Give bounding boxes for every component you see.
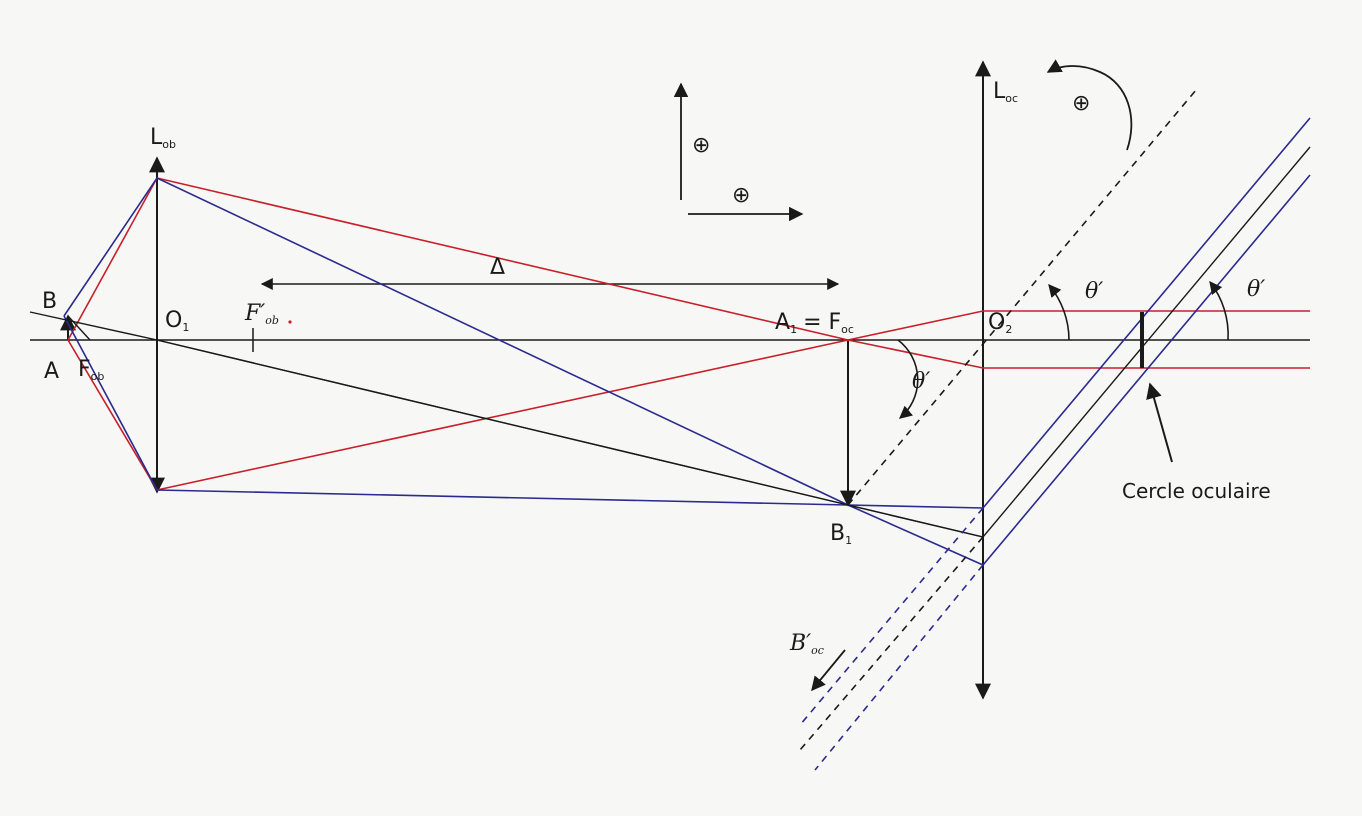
black-ray-chief — [29, 146, 1311, 538]
theta-prime-3-label: θ′ — [912, 369, 930, 394]
sign-plus-horizontal: ⊕ — [732, 183, 750, 208]
delta-label: Δ — [490, 255, 505, 280]
objective-lens-label: Lob — [150, 125, 176, 151]
image-b1-label: B1 — [830, 521, 852, 547]
dashed-virtual-2 — [799, 536, 984, 751]
theta-arc-2 — [1209, 280, 1229, 341]
center-o2-label: O2 — [988, 310, 1012, 336]
eyepiece-lens-label: Loc — [993, 79, 1018, 105]
point-a-label: A — [44, 359, 59, 384]
rotation-sign-arrow — [1046, 59, 1133, 151]
dashed-virtual-3 — [814, 564, 984, 771]
theta-prime-1-label: θ′ — [1085, 279, 1103, 304]
sign-plus-rotation: ⊕ — [1072, 91, 1090, 116]
eye-circle-label: Cercle oculaire — [1122, 479, 1271, 503]
red-ray-lower — [67, 310, 1310, 491]
black-ray-short — [67, 315, 91, 341]
point-b-label: B — [42, 289, 57, 314]
red-dot-mark — [288, 320, 292, 324]
image-b-oc-prime-label: B′oc — [789, 631, 824, 657]
black-ray-lens-to-image — [156, 339, 849, 506]
dashed-virtual-1 — [799, 507, 984, 726]
black-ray-image-eyepiece — [847, 504, 984, 538]
theta-arc-1 — [1048, 284, 1070, 341]
image-a1-label: A1= Foc — [775, 310, 854, 336]
b-oc-prime-arrow — [811, 649, 846, 692]
theta-arc-3 — [897, 339, 919, 419]
center-o1-label: O1 — [165, 308, 189, 334]
dashed-line-through-o2 — [847, 89, 1197, 506]
eye-circle-pointer — [1146, 382, 1173, 463]
theta-prime-2-label: θ′ — [1247, 277, 1265, 302]
sign-plus-vertical: ⊕ — [692, 133, 710, 158]
focus-f-ob-label: Fob — [78, 357, 104, 383]
focus-f-ob-prime-label: F′ob — [244, 301, 279, 327]
